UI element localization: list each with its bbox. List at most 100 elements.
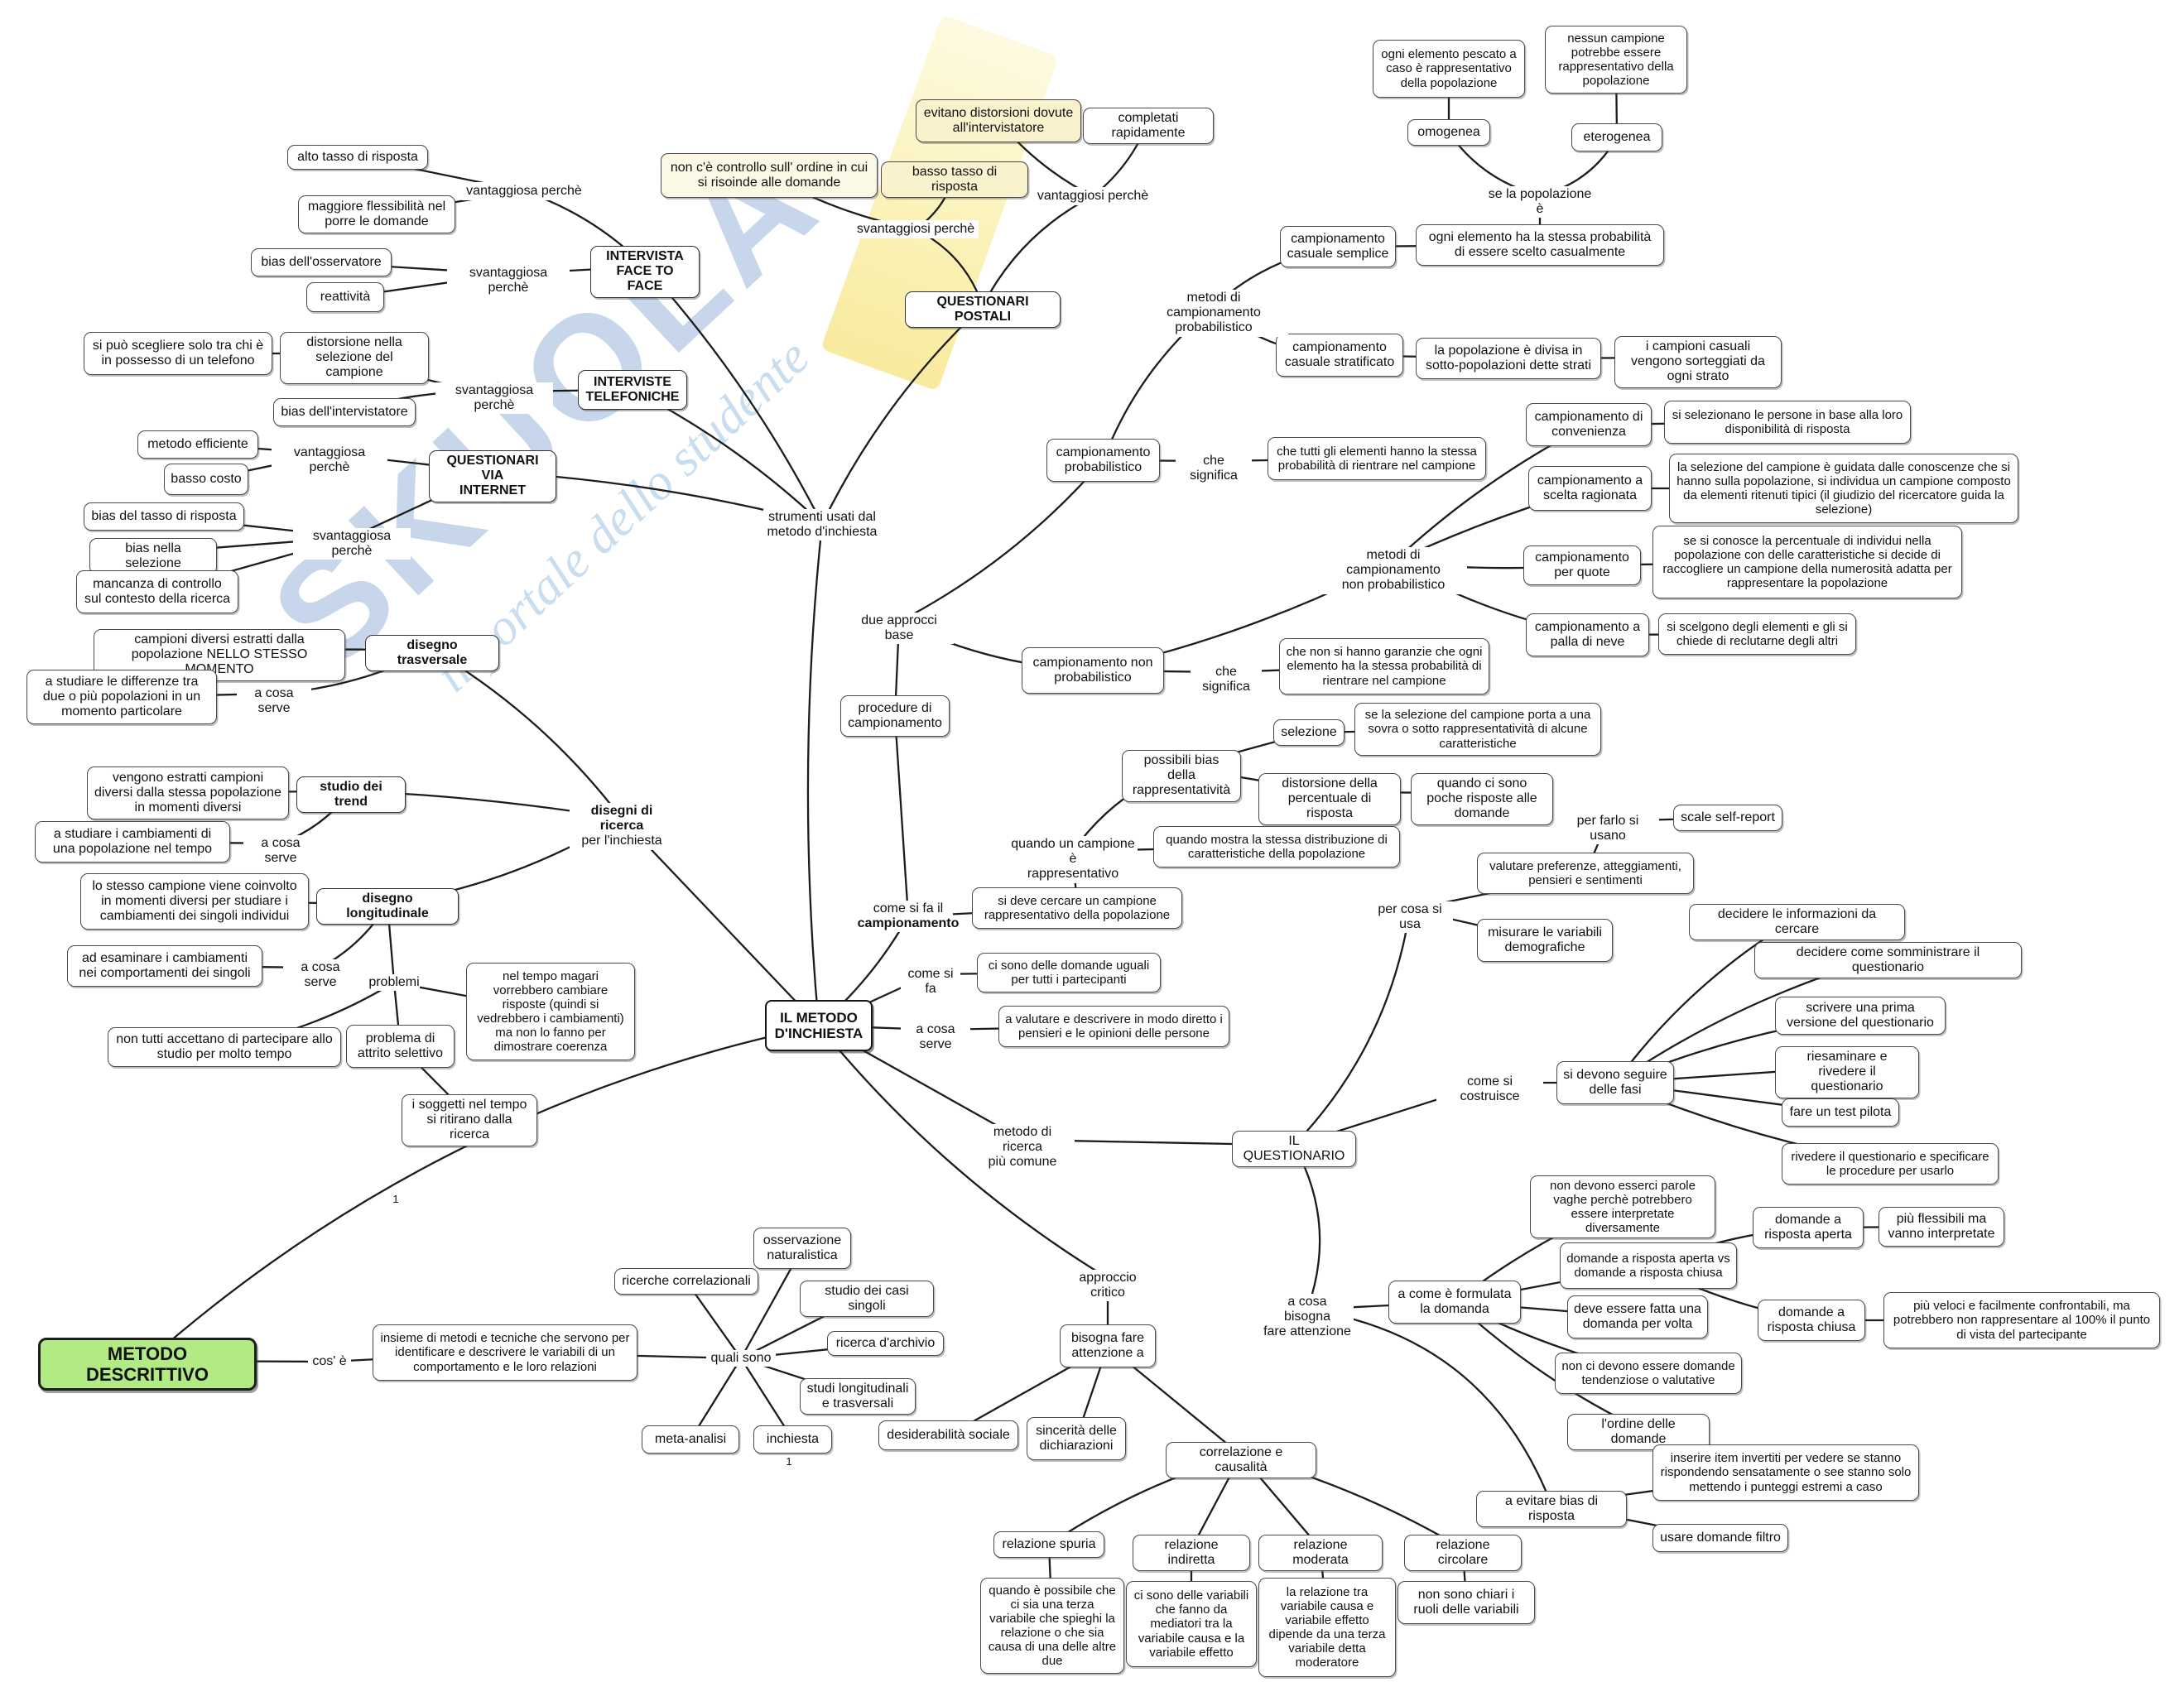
node-studioTrend[interactable]: studio dei trend bbox=[296, 776, 406, 814]
node-nessunCampione[interactable]: nessun campione potrebbe essere rapprese… bbox=[1545, 26, 1687, 94]
node-testPilota[interactable]: fare un test pilota bbox=[1782, 1098, 1899, 1127]
node-vantInt[interactable]: vantaggiosa perchè bbox=[272, 445, 387, 477]
node-aEvitareBias[interactable]: a evitare bias di risposta bbox=[1476, 1491, 1627, 1528]
node-siSelezionano[interactable]: si selezionano le persone in base alla l… bbox=[1664, 401, 1911, 444]
node-ciSonoVariabili[interactable]: ci sono delle variabili che fanno da med… bbox=[1126, 1581, 1257, 1667]
node-popolazioneDivisa[interactable]: la popolazione è divisa in sotto-popolaz… bbox=[1416, 338, 1601, 379]
node-insiemeMetodi[interactable]: insieme di metodi e tecniche che servono… bbox=[373, 1324, 637, 1381]
node-inchiesta[interactable]: inchiesta bbox=[753, 1425, 832, 1454]
node-biasOss[interactable]: bias dell'osservatore bbox=[251, 248, 392, 276]
node-siScelgono[interactable]: si scelgono degli elementi e gli si chie… bbox=[1658, 613, 1856, 655]
node-procedureCamp[interactable]: procedure di campionamento bbox=[840, 695, 950, 737]
node-biasSelezione[interactable]: bias nella selezione bbox=[89, 538, 217, 575]
node-valutarePref[interactable]: valutare preferenze, atteggiamenti, pens… bbox=[1477, 853, 1694, 894]
node-relIndiretta[interactable]: relazione indiretta bbox=[1133, 1535, 1250, 1572]
node-problemi[interactable]: problemi bbox=[368, 974, 420, 992]
node-quandoPossibile[interactable]: quando è possibile che ci sia una terza … bbox=[980, 1578, 1124, 1674]
node-scaleSelfReport[interactable]: scale self-report bbox=[1673, 805, 1782, 831]
node-svantPostali[interactable]: svantaggiosi perchè bbox=[853, 220, 979, 238]
node-nonCeControllo[interactable]: non c'è controllo sull' ordine in cui si… bbox=[661, 153, 878, 198]
node-intervistaFtf[interactable]: INTERVISTA FACE TO FACE bbox=[590, 246, 700, 298]
node-siPuoScegliere[interactable]: si può scegliere solo tra chi è in posse… bbox=[84, 332, 272, 375]
node-aCosaServe1[interactable]: a cosa serve bbox=[237, 685, 311, 718]
node-correlazioneCausalita[interactable]: correlazione e causalità bbox=[1166, 1442, 1316, 1479]
node-domandaApertaLab[interactable]: domande a risposta aperta bbox=[1753, 1207, 1864, 1248]
node-comeSiCostruisce[interactable]: come si costruisce bbox=[1436, 1074, 1543, 1106]
node-metodiCampNonProb[interactable]: metodi di campionamento non probabilisti… bbox=[1320, 547, 1467, 594]
node-svantTel[interactable]: svantaggiosa perchè bbox=[435, 382, 553, 415]
node-campCasSemplice[interactable]: campionamento casuale semplice bbox=[1280, 226, 1396, 267]
node-metaAnalisi[interactable]: meta-analisi bbox=[642, 1425, 739, 1454]
node-disegnoLong[interactable]: disegno longitudinale bbox=[316, 888, 459, 925]
node-sincerita[interactable]: sincerità delle dichiarazioni bbox=[1027, 1417, 1126, 1460]
node-laRelazioneTra[interactable]: la relazione tra variabile causa e varia… bbox=[1258, 1578, 1396, 1677]
node-metodoEff[interactable]: metodo efficiente bbox=[137, 430, 258, 459]
node-comeSiFa[interactable]: come si fa bbox=[901, 966, 960, 998]
node-relCircolare[interactable]: relazione circolare bbox=[1404, 1535, 1522, 1572]
node-nonDevonoParole[interactable]: non devono esserci parole vaghe perchè p… bbox=[1530, 1175, 1715, 1239]
node-biasInterv[interactable]: bias dell'intervistatore bbox=[273, 398, 416, 426]
node-aCosaServe4[interactable]: a cosa serve bbox=[901, 1021, 970, 1054]
node-possibiliBias[interactable]: possibili bias della rappresentatività bbox=[1122, 750, 1241, 802]
node-campioniCasuali[interactable]: i campioni casuali vengono sorteggiati d… bbox=[1614, 336, 1782, 388]
node-ilMetodo[interactable]: IL METODO D'INCHIESTA bbox=[765, 1000, 873, 1051]
node-campNonProb[interactable]: campionamento non probabilistico bbox=[1022, 647, 1164, 694]
node-cheSignifica1[interactable]: che significa bbox=[1176, 453, 1252, 485]
node-aComeFormulata[interactable]: a come è formulata la domanda bbox=[1388, 1281, 1521, 1324]
node-disegnoTrasversale[interactable]: disegno trasversale bbox=[365, 635, 499, 672]
node-riesaminare[interactable]: riesaminare e rivedere il questionario bbox=[1775, 1046, 1919, 1098]
node-metodoRicercaComune[interactable]: metodo di ricerca più comune bbox=[970, 1124, 1075, 1171]
node-metodoDescrittivo[interactable]: METODO DESCRITTIVO bbox=[38, 1338, 257, 1391]
node-cheNonSiHanno[interactable]: che non si hanno garanzie che ogni eleme… bbox=[1279, 638, 1489, 694]
node-strumenti[interactable]: strumenti usati dal metodo d'inchiesta bbox=[763, 509, 881, 541]
node-qualiSono[interactable]: quali sono bbox=[706, 1350, 776, 1367]
node-questPostali[interactable]: QUESTIONARI POSTALI bbox=[905, 291, 1061, 329]
node-rivedereQuest[interactable]: rivedere il questionario e specificare l… bbox=[1782, 1143, 1999, 1185]
node-mancanzaControllo[interactable]: mancanza di controllo sul contesto della… bbox=[76, 570, 238, 613]
node-aCosaServe2[interactable]: a cosa serve bbox=[243, 835, 318, 867]
node-relSpuria[interactable]: relazione spuria bbox=[993, 1531, 1104, 1558]
node-deveEssereFatta[interactable]: deve essere fatta una domanda per volta bbox=[1567, 1295, 1708, 1338]
node-relModerata[interactable]: relazione moderata bbox=[1258, 1535, 1383, 1572]
node-decidereInfo[interactable]: decidere le informazioni da cercare bbox=[1689, 904, 1905, 941]
node-aStudiareCamb[interactable]: a studiare i cambiamenti di una popolazi… bbox=[35, 821, 230, 863]
node-iSoggetti[interactable]: i soggetti nel tempo si ritirano dalla r… bbox=[402, 1094, 537, 1146]
node-reattivita[interactable]: reattività bbox=[306, 282, 384, 312]
node-adEsaminare[interactable]: ad esaminare i cambiamenti nei comportam… bbox=[67, 945, 262, 987]
node-ogniElementoPescato[interactable]: ogni elemento pescato a caso è rappresen… bbox=[1373, 40, 1525, 98]
node-questInternet[interactable]: QUESTIONARI VIA INTERNET bbox=[429, 450, 556, 502]
node-campPallaNeve[interactable]: campionamento a palla di neve bbox=[1526, 613, 1649, 656]
node-scriverePrima[interactable]: scrivere una prima versione del question… bbox=[1775, 997, 1946, 1035]
node-nelTempoMagari[interactable]: nel tempo magari vorrebbero cambiare ris… bbox=[466, 963, 635, 1060]
node-campCasStrat[interactable]: campionamento casuale stratificato bbox=[1276, 334, 1403, 377]
node-loStessoCampione[interactable]: lo stesso campione viene coinvolto in mo… bbox=[80, 873, 309, 930]
node-evitano[interactable]: evitano distorsioni dovute all'intervist… bbox=[916, 99, 1081, 142]
node-fn1a[interactable]: 1 bbox=[389, 1192, 402, 1207]
node-studiLong[interactable]: studi longitudinali e trasversali bbox=[800, 1378, 916, 1415]
node-maggioreFless[interactable]: maggiore flessibilità nel porre le doman… bbox=[298, 195, 455, 233]
node-cose[interactable]: cos' è bbox=[308, 1353, 351, 1371]
node-vengonoEstratti[interactable]: vengono estratti campioni diversi dalla … bbox=[87, 766, 289, 819]
node-decidereSomministrare[interactable]: decidere come somministrare il questiona… bbox=[1754, 942, 2022, 979]
node-intervisteTel[interactable]: INTERVISTE TELEFONICHE bbox=[578, 370, 687, 410]
node-ilQuestionario[interactable]: IL QUESTIONARIO bbox=[1232, 1131, 1356, 1168]
node-selezione[interactable]: selezione bbox=[1273, 719, 1345, 746]
node-vantPostali[interactable]: vantaggiosi perchè bbox=[1032, 187, 1154, 205]
node-ciSonoDomande[interactable]: ci sono delle domande uguali per tutti i… bbox=[977, 953, 1161, 992]
node-campProbabilistico[interactable]: campionamento probabilistico bbox=[1046, 439, 1160, 482]
node-apertaVsChiusa[interactable]: domande a risposta aperta vs domande a r… bbox=[1560, 1242, 1737, 1289]
node-piuVeloci[interactable]: più veloci e facilmente confrontabili, m… bbox=[1883, 1292, 2160, 1348]
node-cheSignifica2[interactable]: che significa bbox=[1191, 664, 1262, 696]
node-biasTasso[interactable]: bias del tasso di risposta bbox=[84, 502, 244, 531]
node-campQuote[interactable]: campionamento per quote bbox=[1523, 545, 1641, 585]
node-bassoCosto[interactable]: basso costo bbox=[164, 464, 248, 495]
node-quandoMostra[interactable]: quando mostra la stessa distribuzione di… bbox=[1153, 826, 1400, 867]
node-inserireItem[interactable]: inserire item invertiti per vedere se st… bbox=[1652, 1444, 1919, 1501]
node-aValutare[interactable]: a valutare e descrivere in modo diretto … bbox=[998, 1006, 1229, 1047]
node-seSiConosce[interactable]: se si conosce la percentuale di individu… bbox=[1652, 526, 1962, 598]
node-siDevonoFasi[interactable]: si devono seguire delle fasi bbox=[1556, 1061, 1674, 1104]
node-seLaPopolazione[interactable]: se la popolazione è bbox=[1484, 186, 1596, 219]
node-seLaSelezione[interactable]: se la selezione del campione porta a una… bbox=[1354, 703, 1601, 756]
